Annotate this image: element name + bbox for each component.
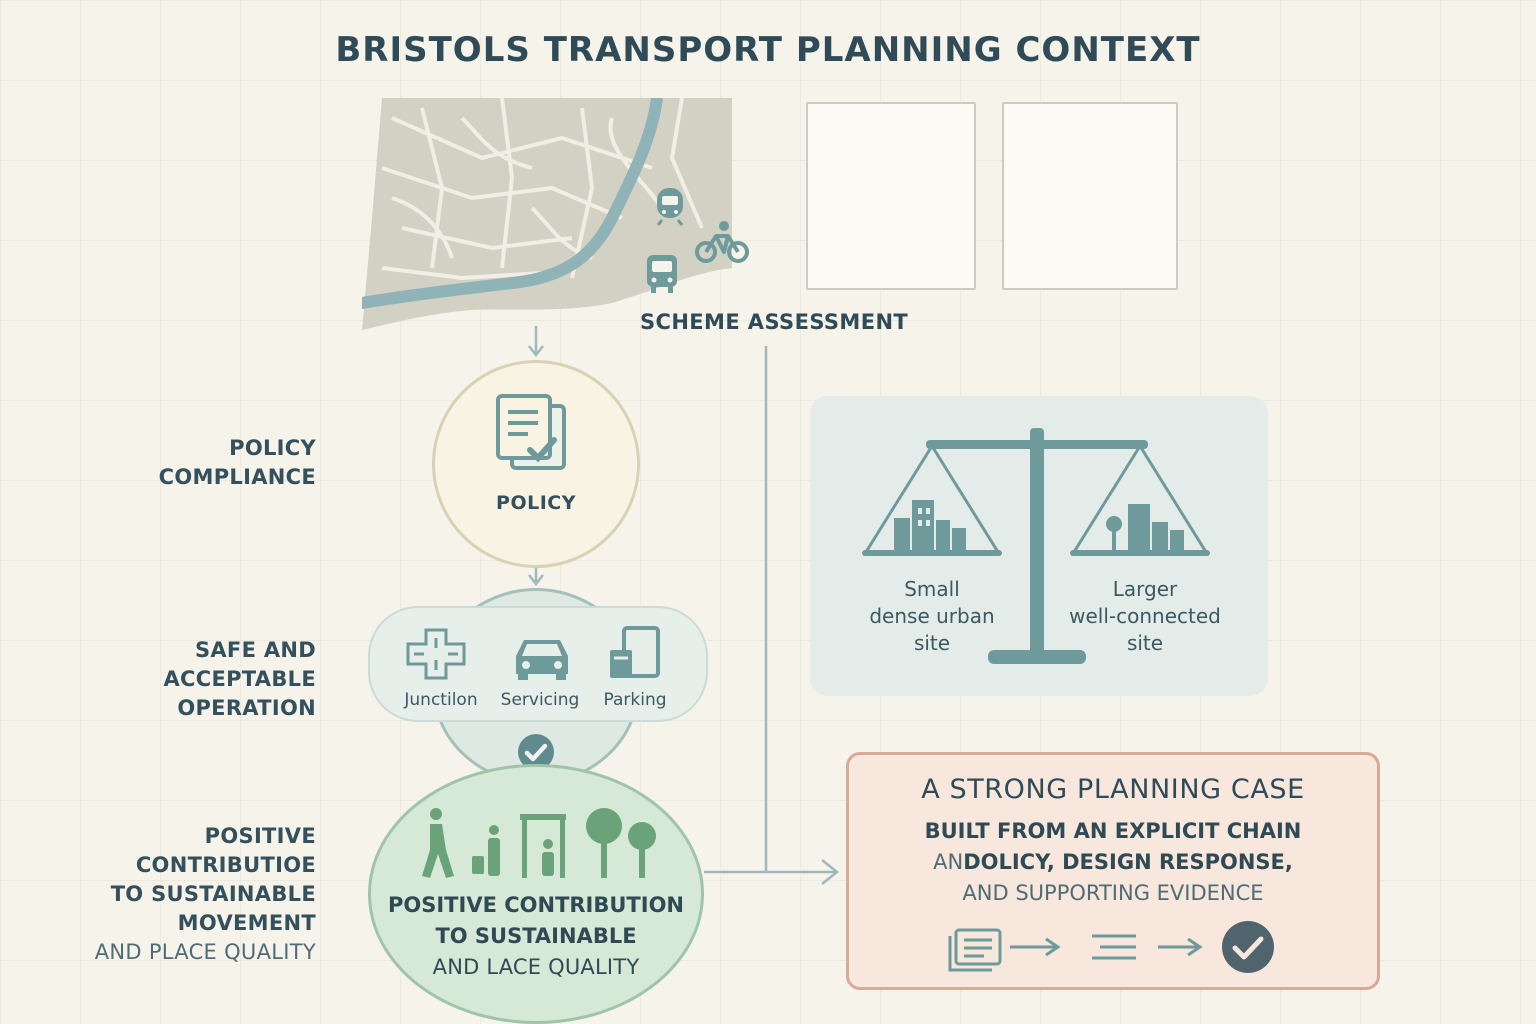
case-line: BUILT FROM AN EXPLICIT CHAIN <box>924 819 1302 843</box>
river-icon <box>362 98 663 309</box>
city-map-illustration <box>362 98 732 330</box>
label-line: SAFE AND <box>194 638 316 662</box>
label-safe-operation: SAFE AND ACCEPTABLE OPERATION <box>164 636 317 723</box>
pedestrian-icon <box>430 808 442 820</box>
tree-icon <box>586 808 622 844</box>
label-positive-contribution: POSITIVE CONTRIBUTIOE TO SUSTAINABLE MOV… <box>95 822 316 967</box>
label-line: OPERATION <box>177 696 316 720</box>
planning-case-description: BUILT FROM AN EXPLICIT CHAIN ANDOLICY, D… <box>846 816 1380 909</box>
balance-scale-icon <box>862 428 1210 664</box>
tree-icon <box>628 822 656 850</box>
document-icon <box>954 928 1002 966</box>
label-line: TO SUSTAINABLE <box>110 882 316 906</box>
connected-site-icon <box>1106 504 1184 550</box>
sustainable-movement-circle <box>368 764 704 1024</box>
policy-circle-label: POLICY <box>496 492 576 514</box>
operation-item-label: Junctilon <box>404 690 478 710</box>
case-line-part: DOLICY, DESIGN RESPONSE, <box>963 850 1293 874</box>
case-line-part: AND SUPPORTING <box>962 881 1150 905</box>
left-site-label: Small dense urban site <box>862 576 1002 657</box>
policy-document-icon <box>496 394 566 470</box>
scheme-assessment-label: SCHEME ASSESSMENT <box>640 310 909 334</box>
label-line: CONTRIBUTIOE <box>135 853 316 877</box>
planning-case-box <box>846 752 1380 990</box>
car-icon <box>516 640 568 680</box>
scale-label-line: well-connected <box>1069 604 1221 628</box>
person-luggage-icon <box>489 825 499 835</box>
scale-label-line: Small <box>904 577 960 601</box>
planning-case-title: A STRONG PLANNING CASE <box>921 774 1305 805</box>
tram-icon <box>656 188 684 226</box>
evidence-chain-icons <box>948 921 1274 973</box>
empty-panel-1 <box>806 102 976 290</box>
label-line: MOVEMENT <box>177 911 316 935</box>
label-line: COMPLIANCE <box>158 465 316 489</box>
sustainable-movement-text: POSITIVE CONTRIBUTION TO SUSTAINABLE AND… <box>368 890 704 983</box>
page-title: BRISTOLS TRANSPORT PLANNING CONTEXT <box>335 30 1201 70</box>
scale-label-line: site <box>1126 631 1164 655</box>
parking-icon <box>610 626 660 678</box>
right-site-label: Larger well-connected site <box>1062 576 1228 657</box>
bicycle-icon <box>695 221 749 263</box>
bus-shelter-icon <box>520 814 566 820</box>
sustainable-movement-icons <box>422 808 656 878</box>
circle-text-line: AND LACE QUALITY <box>432 955 640 979</box>
scale-label-line: site <box>913 631 951 655</box>
case-line-part: AN <box>933 850 964 874</box>
check-circle-icon <box>518 734 554 770</box>
case-line-part: EVIDENCE <box>1149 881 1264 905</box>
circle-text-line: TO SUSTAINABLE <box>435 924 637 948</box>
operation-item-label: Parking <box>603 690 667 710</box>
empty-panel-2 <box>1002 102 1178 290</box>
label-line: POSITIVE <box>204 824 316 848</box>
check-circle-icon <box>1222 921 1274 973</box>
scale-label-line: Larger <box>1112 577 1178 601</box>
operation-item-label: Servicing <box>500 690 580 710</box>
label-line: POLICY <box>229 436 316 460</box>
circle-text-line: POSITIVE CONTRIBUTION <box>388 893 684 917</box>
bus-icon <box>647 255 677 293</box>
label-policy-compliance: POLICY COMPLIANCE <box>159 434 316 492</box>
scale-label-line: dense urban <box>869 604 995 628</box>
label-line: AND PLACE QUALITY <box>94 940 316 964</box>
label-line: ACCEPTABLE <box>163 667 316 691</box>
junction-icon <box>406 628 466 680</box>
